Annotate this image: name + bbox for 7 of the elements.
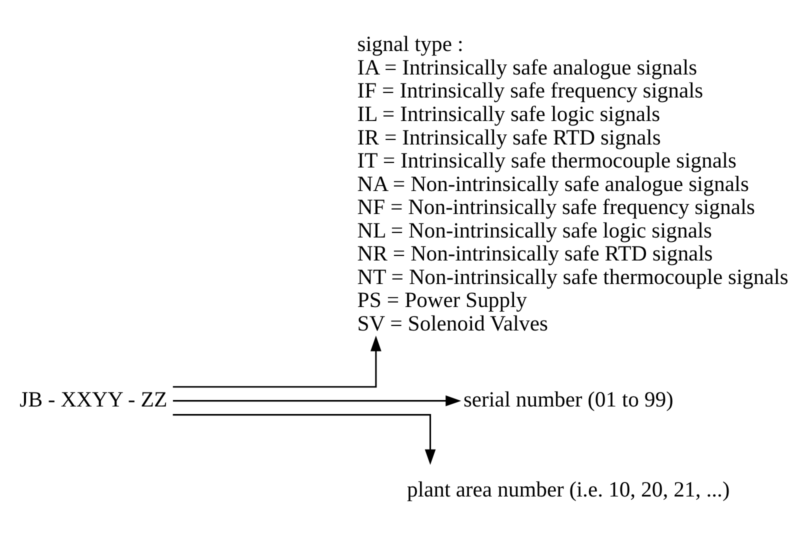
arrow <box>172 336 382 388</box>
arrow <box>172 395 462 406</box>
node-text: serial number (01 to 99) <box>463 388 674 412</box>
node-text: JB - XXYY - ZZ <box>20 388 168 412</box>
arrow <box>172 414 436 465</box>
node-text: signal type : IA = Intrinsically safe analogue signals IF = Intrinsically safe frequency signals IL = Intrinsically safe logic signals IR = Intrinsically safe RTD signals IT = Intrinsically safe thermocouple signals NA = Non-intrinsically safe analogue signals NF = Non-intrinsically safe frequency signals NL = Non-intrinsically safe logic signals NR = Non-intrinsically safe RTD signals NT = Non-intrinsically safe thermocouple signals PS = Power Supply SV = Solenoid Valves <box>357 32 788 336</box>
node-text: plant area number (i.e. 10, 20, 21, ...) <box>407 478 730 502</box>
